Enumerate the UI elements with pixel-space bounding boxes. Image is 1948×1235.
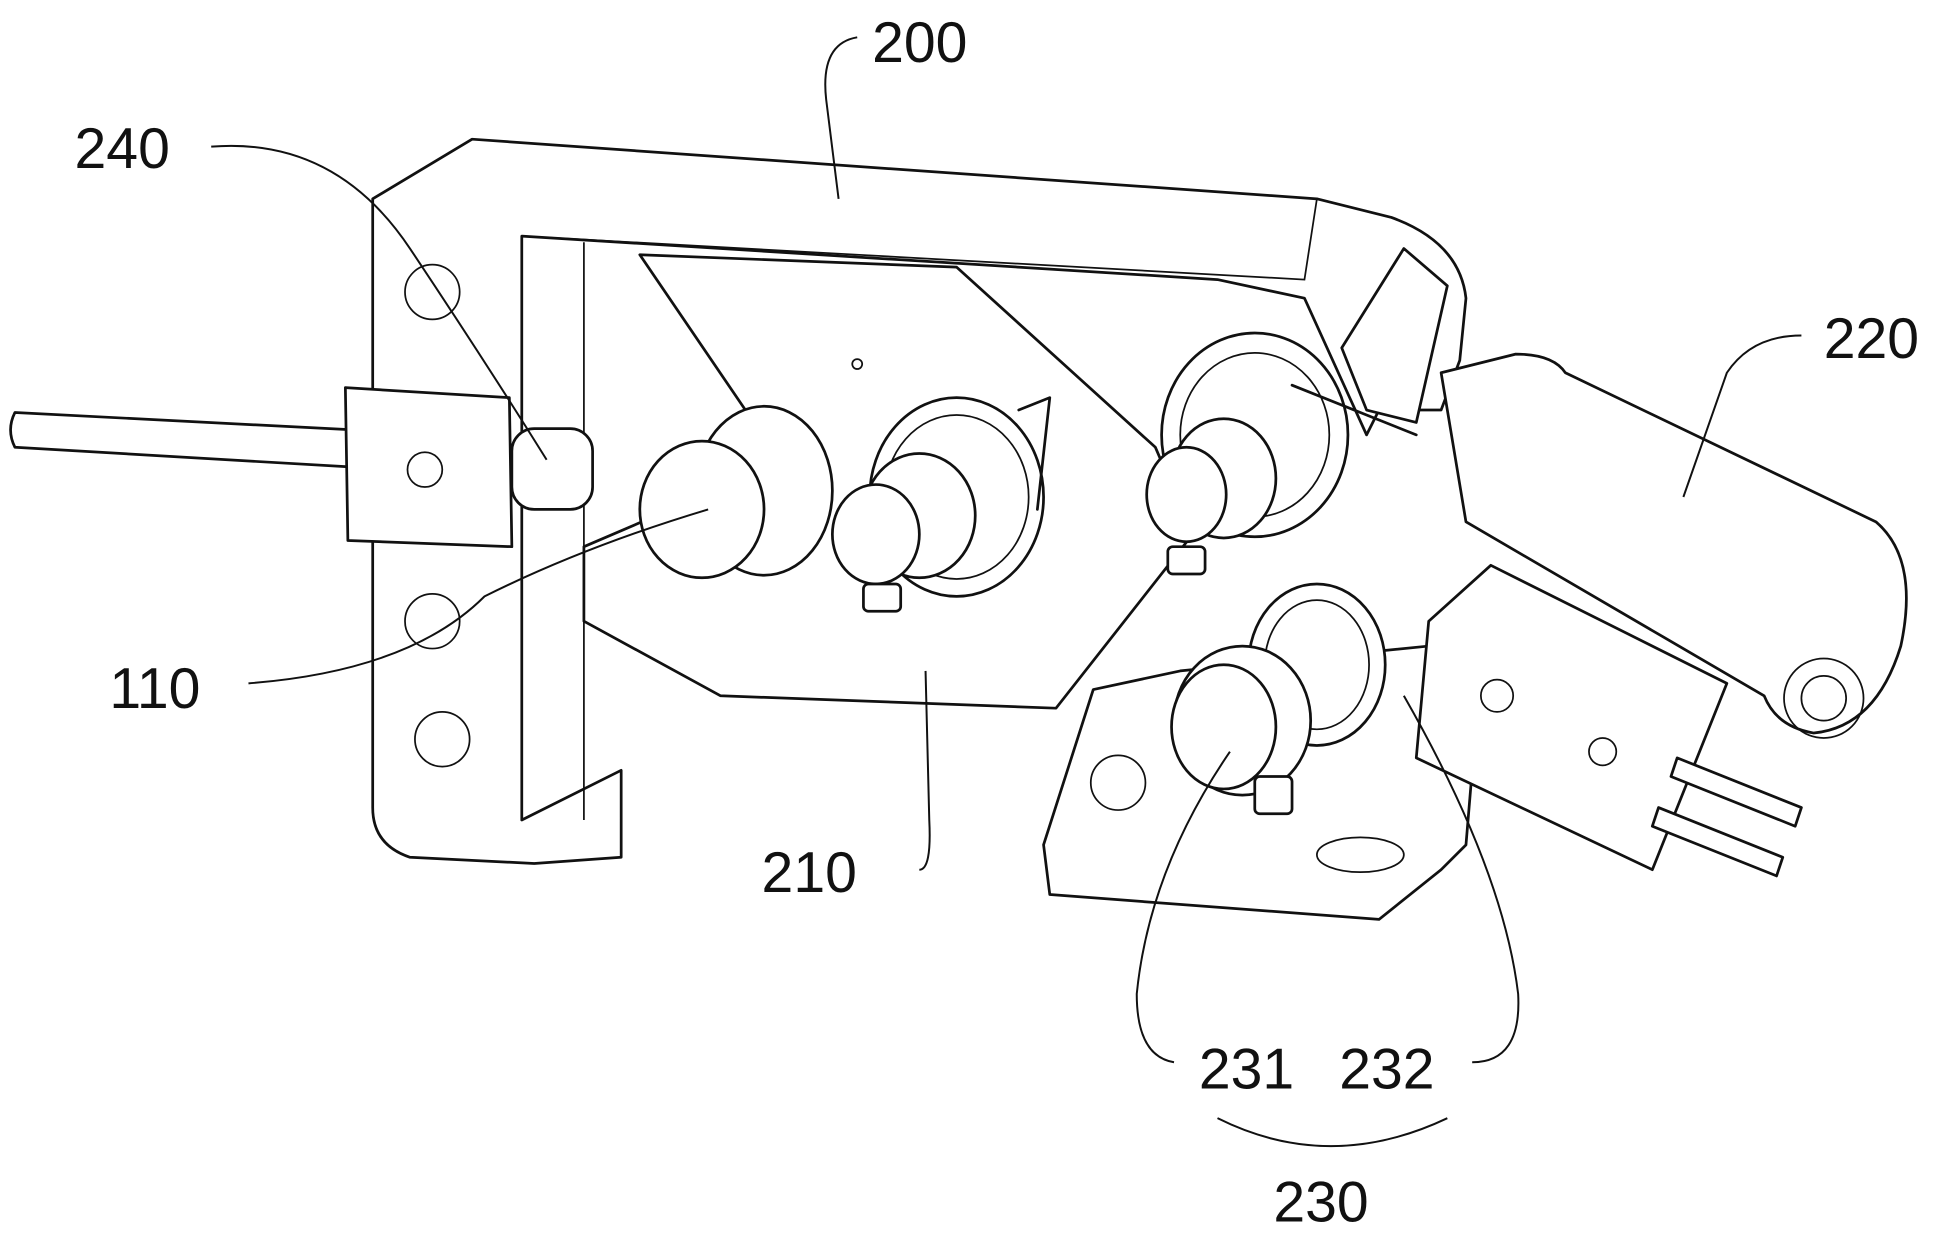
roller-110 — [640, 406, 833, 577]
label-231: 231 — [1199, 1037, 1294, 1101]
rod — [11, 413, 355, 468]
label-232: 232 — [1339, 1037, 1434, 1101]
label-110: 110 — [109, 657, 200, 721]
label-220: 220 — [1824, 307, 1919, 371]
label-210: 210 — [762, 841, 857, 905]
label-240: 240 — [75, 117, 170, 181]
label-200: 200 — [872, 11, 967, 75]
label-230: 230 — [1273, 1170, 1368, 1234]
